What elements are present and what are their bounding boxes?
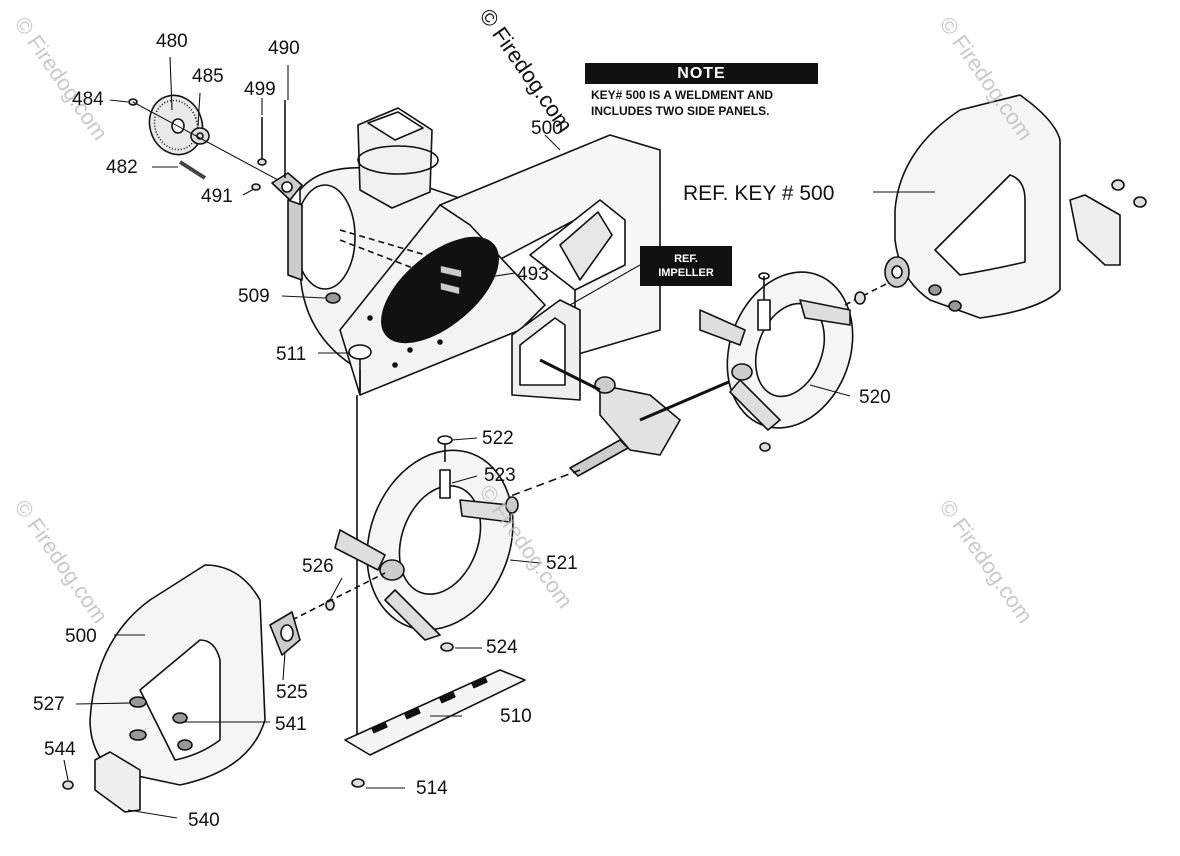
bolt-511 <box>348 344 372 392</box>
nut-514 <box>351 778 365 788</box>
side-panel-left <box>62 564 301 813</box>
callout-500-left: 500 <box>65 626 97 647</box>
scraper-bar-510 <box>344 669 526 756</box>
callout-485: 485 <box>192 66 224 87</box>
ref-impeller-line: IMPELLER <box>658 267 714 279</box>
side-panel-right <box>884 94 1147 319</box>
leader-lines <box>63 56 935 819</box>
callout-480: 480 <box>156 31 188 52</box>
nut-524 <box>440 642 454 652</box>
callout-510: 510 <box>500 706 532 727</box>
note-title: NOTE <box>585 63 818 84</box>
callout-511: 511 <box>276 344 307 365</box>
callout-484: 484 <box>72 89 104 110</box>
callout-522: 522 <box>482 428 514 449</box>
note-line: INCLUDES TWO SIDE PANELS. <box>591 104 770 118</box>
callout-520: 520 <box>859 387 891 408</box>
spacer-523 <box>439 469 451 499</box>
callout-540: 540 <box>188 810 220 831</box>
auger-521 <box>334 449 519 641</box>
ref-key-label: REF. KEY # 500 <box>683 182 835 205</box>
bolt-509 <box>325 292 341 304</box>
callout-493: 493 <box>517 264 549 285</box>
callout-526: 526 <box>302 556 334 577</box>
callout-521: 521 <box>546 553 578 574</box>
note-line: KEY# 500 IS A WELDMENT AND <box>591 88 774 102</box>
callout-500: 500 <box>531 118 563 139</box>
drive-shaft <box>569 439 629 477</box>
callout-524: 524 <box>486 637 518 658</box>
callout-491: 491 <box>201 186 233 207</box>
callout-527: 527 <box>33 694 65 715</box>
note-text: KEY# 500 IS A WELDMENT AND INCLUDES TWO … <box>585 87 818 119</box>
callout-523: 523 <box>484 465 516 486</box>
ref-impeller-label: REF. IMPELLER <box>640 246 732 286</box>
bearing-491 <box>271 172 303 201</box>
callout-482: 482 <box>106 157 138 178</box>
callout-509: 509 <box>238 286 270 307</box>
callout-499: 499 <box>244 79 276 100</box>
callout-541: 541 <box>275 714 307 735</box>
callout-544: 544 <box>44 739 76 760</box>
callout-525: 525 <box>276 682 308 703</box>
callout-490: 490 <box>268 38 300 59</box>
ref-impeller-line: REF. <box>674 253 698 265</box>
bolt-493 <box>439 264 463 296</box>
key-482 <box>178 160 207 180</box>
callout-514: 514 <box>416 778 448 799</box>
note-box: NOTE KEY# 500 IS A WELDMENT AND INCLUDES… <box>585 63 818 119</box>
auger-520 <box>699 271 854 452</box>
